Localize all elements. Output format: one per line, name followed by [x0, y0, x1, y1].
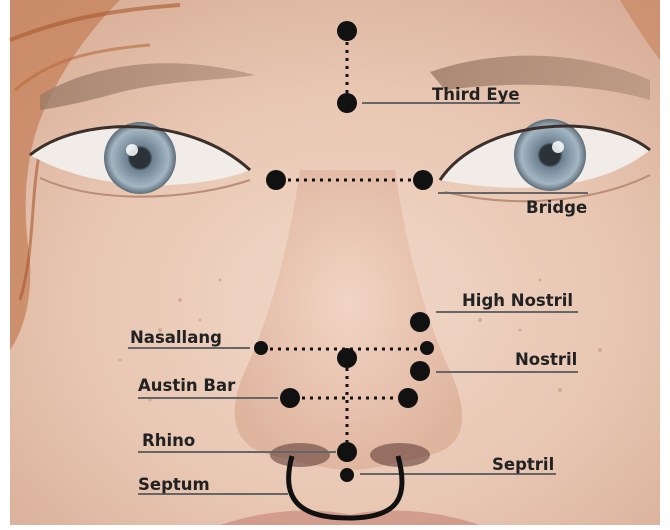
- austin-bar-left-marker: [280, 388, 300, 408]
- nasallang-right-marker: [420, 341, 434, 355]
- nostril-label: Nostril: [515, 350, 577, 369]
- rhino-label: Rhino: [142, 431, 195, 450]
- bridge-label: Bridge: [526, 198, 587, 217]
- high-nostril-marker: [410, 312, 430, 332]
- nasallang-label: Nasallang: [130, 328, 222, 347]
- face-photo: [10, 0, 660, 525]
- septril-label: Septril: [492, 455, 554, 474]
- nostril-marker: [410, 361, 430, 381]
- nasallang-left-marker: [254, 341, 268, 355]
- bridge-left-marker: [266, 170, 286, 190]
- austin-bar-label: Austin Bar: [138, 376, 236, 395]
- left-nostril: [270, 443, 330, 467]
- rhino-top-marker: [337, 348, 357, 368]
- third-eye-label: Third Eye: [432, 85, 520, 104]
- septum-label: Septum: [138, 475, 210, 494]
- third-eye-marker: [337, 93, 357, 113]
- high-nostril-label: High Nostril: [462, 291, 573, 310]
- third-eye-top-marker: [337, 21, 357, 41]
- rhino-marker: [337, 442, 357, 462]
- septril-marker: [340, 468, 354, 482]
- bridge-right-marker: [413, 170, 433, 190]
- austin-bar-right-marker: [398, 388, 418, 408]
